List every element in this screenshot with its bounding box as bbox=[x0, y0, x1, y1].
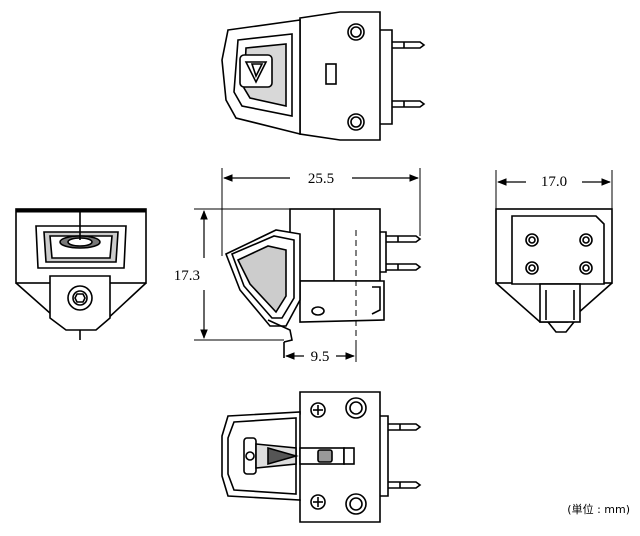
bottom-view bbox=[221, 391, 422, 523]
rear-view bbox=[495, 208, 613, 333]
dim-body-label: 17.0 bbox=[541, 174, 567, 190]
unit-note: (単位 : mm) bbox=[567, 503, 630, 516]
top-view bbox=[221, 11, 426, 141]
dim-offset-label: 9.5 bbox=[311, 349, 330, 365]
side-view bbox=[194, 168, 422, 362]
front-view bbox=[15, 208, 147, 340]
dim-height-label: 17.3 bbox=[174, 268, 200, 284]
dimension-lines bbox=[200, 170, 613, 360]
dim-width-label: 25.5 bbox=[308, 171, 334, 187]
